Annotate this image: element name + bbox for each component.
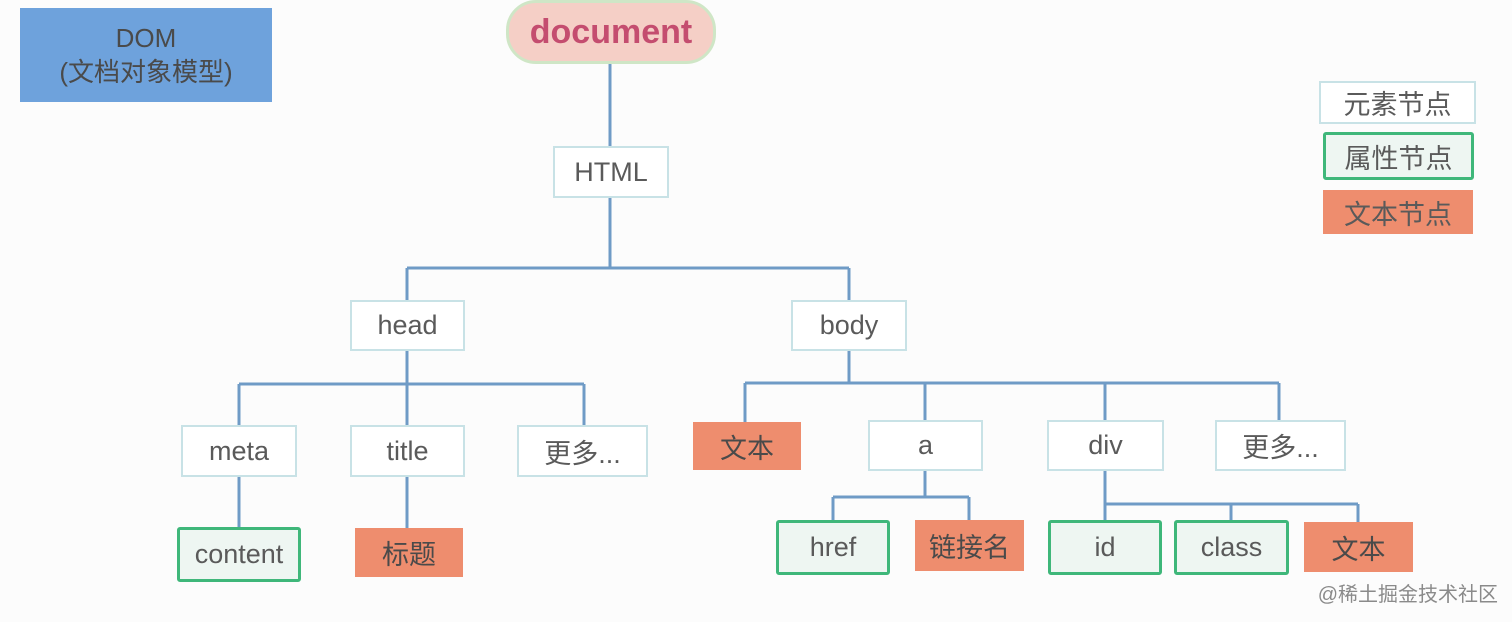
dom-title-box: DOM (文档对象模型) bbox=[20, 8, 272, 102]
node-meta: meta bbox=[181, 425, 297, 477]
node-head: head bbox=[350, 300, 465, 351]
legend-text-node: 文本节点 bbox=[1323, 190, 1473, 234]
node-title: title bbox=[350, 425, 465, 477]
dom-subtitle: (文档对象模型) bbox=[59, 57, 233, 87]
node-content: content bbox=[177, 527, 301, 582]
dom-title: DOM bbox=[115, 23, 177, 53]
node-body-more: 更多... bbox=[1215, 420, 1346, 471]
node-class: class bbox=[1174, 520, 1289, 575]
node-document: document bbox=[506, 0, 716, 64]
legend-attribute-node: 属性节点 bbox=[1323, 132, 1474, 180]
node-link-name: 链接名 bbox=[915, 520, 1024, 571]
node-title-text: 标题 bbox=[355, 528, 463, 577]
watermark: @稀土掘金技术社区 bbox=[1317, 584, 1498, 606]
node-html: HTML bbox=[553, 146, 669, 198]
node-div: div bbox=[1047, 420, 1164, 471]
node-div-text: 文本 bbox=[1304, 522, 1413, 572]
node-body: body bbox=[791, 300, 907, 351]
legend-element-node: 元素节点 bbox=[1319, 81, 1476, 124]
node-href: href bbox=[776, 520, 890, 575]
node-a: a bbox=[868, 420, 983, 471]
node-head-more: 更多... bbox=[517, 425, 648, 477]
node-body-text: 文本 bbox=[693, 422, 801, 470]
node-id: id bbox=[1048, 520, 1162, 575]
